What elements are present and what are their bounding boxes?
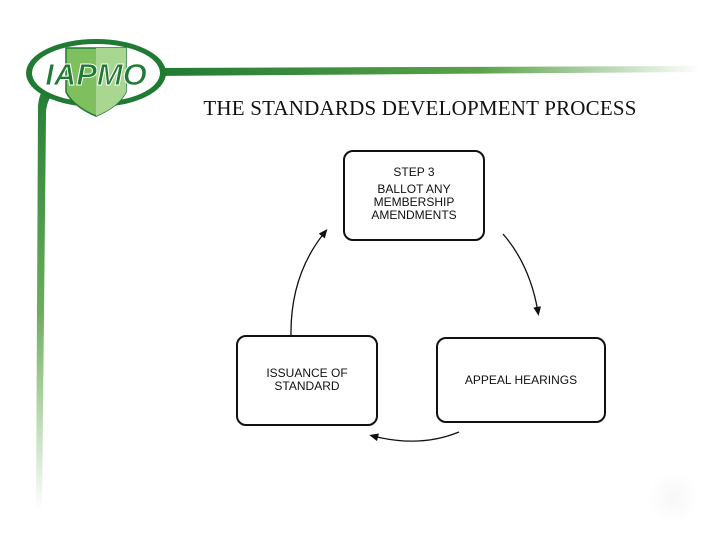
step-3-box: STEP 3 BALLOT ANY MEMBERSHIP AMENDMENTS [343,150,485,241]
slide-title: THE STANDARDS DEVELOPMENT PROCESS [203,96,637,120]
issuance-box: ISSUANCE OF STANDARD [236,335,378,426]
arrow-top-to-right [502,233,541,316]
logo-wordmark: IAPMO [45,57,147,92]
issuance-text-line: STANDARD [274,379,340,393]
step-text-line: BALLOT ANY [377,182,451,196]
arrow-right-to-left [369,431,460,442]
left-green-bar [36,71,100,510]
top-green-bar [150,66,700,76]
appeal-hearings-box: APPEAL HEARINGS [436,337,606,423]
arrow-left-to-top [290,228,328,337]
step-text-line: AMENDMENTS [371,208,457,222]
step-text-line: MEMBERSHIP [373,195,455,209]
issuance-text-line: ISSUANCE OF [266,366,348,380]
step-label: STEP 3 [393,165,435,179]
appeal-hearings-label: APPEAL HEARINGS [464,372,578,387]
corner-watermark [647,472,699,524]
